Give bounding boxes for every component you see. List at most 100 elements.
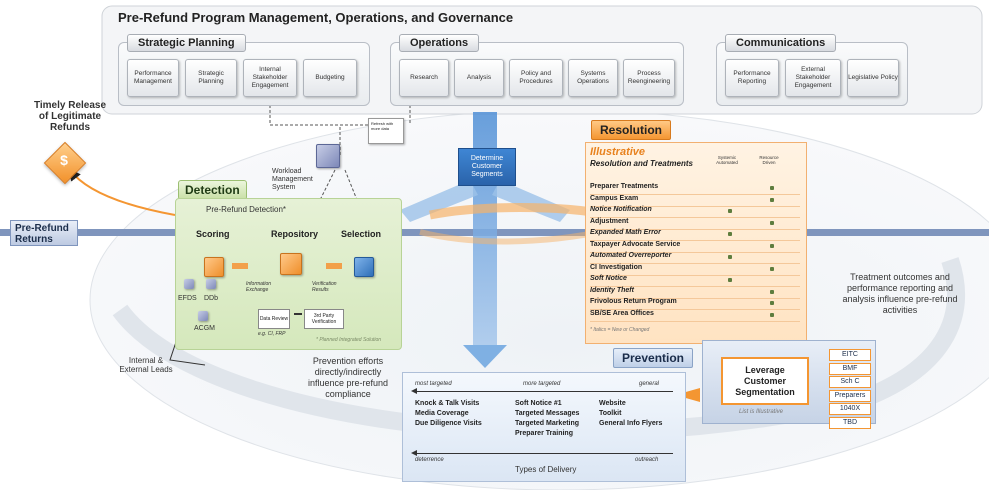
resolution-row-label: Identity Theft <box>590 286 634 294</box>
resolution-row-label: Taxpayer Advocate Service <box>590 240 681 248</box>
strategic-planning-title: Strategic Planning <box>127 34 246 52</box>
ddb-icon <box>206 279 216 289</box>
governance-header: Pre-Refund Program Management, Operation… <box>118 10 514 25</box>
treatment-outcomes-label: Treatment outcomes and performance repor… <box>842 272 958 315</box>
legislative-policy-box: Legislative Policy <box>847 59 899 97</box>
prev-col2-item: Targeted Marketing <box>515 420 580 427</box>
repository-cube-icon <box>280 253 302 275</box>
resolution-row: Expanded Math Error <box>590 229 800 241</box>
verification-results-label: Verification Results <box>312 281 337 293</box>
prevention-col3: Website Toolkit General Info Flyers <box>599 399 683 429</box>
pre-refund-detection-label: Pre-Refund Detection* <box>206 205 287 214</box>
planned-label: * Planned Integrated Solution <box>316 337 382 343</box>
scoring-label: Scoring <box>196 229 230 239</box>
resolution-row-label: Automated Overreporter <box>590 252 672 259</box>
info-exchange-label: Information Exchange <box>246 281 272 293</box>
resource-marker-icon <box>770 220 774 225</box>
internal-leads-label: Internal & External Leads <box>119 356 173 374</box>
resolution-row: Preparer Treatments <box>590 183 800 195</box>
resolution-row-label: Adjustment <box>590 217 629 225</box>
timely-release-label: Timely Release of Legitimate Refunds <box>33 100 107 133</box>
resolution-row: Taxpayer Advocate Service <box>590 241 800 253</box>
prev-col2-item: Targeted Messages <box>515 410 580 417</box>
dollar-icon: $ <box>60 152 68 168</box>
outreach-label: outreach <box>635 457 659 463</box>
resource-marker-icon <box>770 266 774 271</box>
resource-marker-icon <box>770 289 774 294</box>
resolution-row-label: Campus Exam <box>590 194 639 202</box>
ddb-label: DDb <box>204 295 219 302</box>
resolution-row: Soft Notice <box>590 275 800 287</box>
targeting-arrow-head <box>411 388 417 394</box>
acgm-label: ACGM <box>194 325 215 332</box>
prev-col3-item: General Info Flyers <box>599 420 663 427</box>
prevention-col2: Soft Notice #1 Targeted Messages Targete… <box>515 399 605 439</box>
resolution-row: CI Investigation <box>590 264 800 276</box>
down-arrow <box>463 345 507 368</box>
systemic-marker-icon <box>728 232 732 236</box>
resolution-row: SB/SE Area Offices <box>590 310 800 322</box>
resolution-row: Notice Notification <box>590 206 800 218</box>
efds-label: EFDS <box>178 295 197 302</box>
systemic-marker-icon <box>728 209 732 213</box>
resolution-row-label: Soft Notice <box>590 275 627 282</box>
prevention-panel: most targeted more targeted general Knoc… <box>402 372 686 482</box>
segment-item: TBD <box>829 416 871 429</box>
resource-marker-icon <box>770 301 774 305</box>
resolution-subtitle: Resolution and Treatments <box>590 159 693 168</box>
analysis-box: Analysis <box>454 59 504 97</box>
prevention-tag: Prevention <box>613 348 694 368</box>
review-connector <box>294 313 302 315</box>
performance-reporting-box: Performance Reporting <box>725 59 779 97</box>
determine-segments-box: Determine Customer Segments <box>458 148 516 186</box>
resolution-row: Adjustment <box>590 218 800 230</box>
prevention-efforts-label: Prevention efforts directly/indirectly i… <box>307 356 389 399</box>
prev-col2-item: Preparer Training <box>515 430 573 437</box>
col-systemic-label: Systemic Automated <box>716 155 738 165</box>
segment-item: Preparers <box>829 389 871 402</box>
resolution-footnote: * Italics = New or Changed <box>590 327 650 333</box>
prev-col1-item: Knock & Talk Visits <box>415 400 480 407</box>
strategic-planning-panel: Strategic Planning Performance Managemen… <box>118 34 370 106</box>
resolution-row-label: Frivolous Return Program <box>590 298 677 305</box>
third-party-box: 3rd Party Verification <box>304 309 344 329</box>
resolution-row-label: Notice Notification <box>590 206 652 213</box>
detection-panel: Pre-Refund Detection* Scoring Repository… <box>175 198 402 350</box>
eg-label: e.g. CI, FRP <box>258 331 286 337</box>
delivery-axis <box>415 453 673 454</box>
policy-procedures-box: Policy and Procedures <box>509 59 563 97</box>
resolution-tag: Resolution <box>591 120 671 140</box>
external-stakeholder-box: External Stakeholder Engagement <box>785 59 841 97</box>
workload-system-icon <box>316 144 340 168</box>
segment-item: 1040X <box>829 403 871 415</box>
acgm-icon <box>198 311 208 321</box>
repository-arrow <box>326 263 342 269</box>
process-reengineering-box: Process Reengineering <box>623 59 675 97</box>
leverage-box: Leverage Customer Segmentation <box>721 357 809 405</box>
communications-title: Communications <box>725 34 837 52</box>
systemic-marker-icon <box>728 255 732 259</box>
resolution-row: Identity Theft <box>590 287 800 299</box>
resolution-row: Automated Overreporter <box>590 252 800 264</box>
resource-marker-icon <box>770 197 774 202</box>
internal-stakeholder-box: Internal Stakeholder Engagement <box>243 59 297 97</box>
budgeting-box: Budgeting <box>303 59 357 97</box>
data-review-box: Data Review <box>258 309 290 329</box>
segmentation-panel: Leverage Customer Segmentation List is I… <box>702 340 876 429</box>
operations-title: Operations <box>399 34 480 52</box>
strategic-planning-box: Strategic Planning <box>185 59 237 97</box>
scoring-arrow <box>232 263 248 269</box>
segment-item: EITC <box>829 349 871 361</box>
segment-item: BMF <box>829 362 871 375</box>
delivery-arrow-head <box>411 450 417 456</box>
prev-col1-item: Due Diligence Visits <box>415 420 482 427</box>
prevention-col1: Knock & Talk Visits Media Coverage Due D… <box>415 399 505 429</box>
prev-col3-item: Website <box>599 400 626 407</box>
prev-col1-item: Media Coverage <box>415 410 469 417</box>
prev-col3-item: Toolkit <box>599 410 622 417</box>
list-illustrative-label: List is Illustrative <box>739 409 784 415</box>
more-targeted-label: more targeted <box>523 381 561 387</box>
repository-label: Repository <box>271 229 319 239</box>
refresh-note: Refresh with more data <box>368 118 404 144</box>
